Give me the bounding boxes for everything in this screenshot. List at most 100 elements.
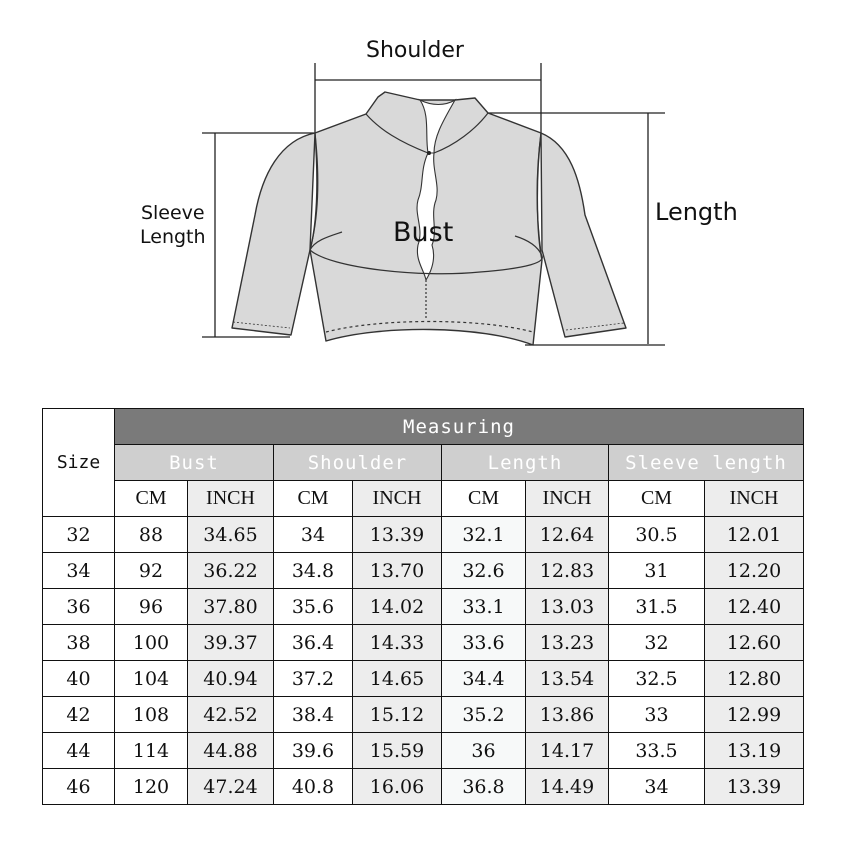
- cardigan-illustration-icon: [202, 63, 665, 346]
- sleeve-label-line2: Length: [140, 225, 206, 248]
- unit-header-cm: CM: [441, 480, 526, 517]
- shoulder-cm-cell: 39.6: [273, 732, 353, 769]
- sleeve-inch-cell: 12.20: [704, 552, 804, 589]
- sleeve-inch-cell: 12.60: [704, 624, 804, 661]
- sleeve-cm-cell: 31.5: [608, 588, 705, 625]
- garment-measurement-diagram: Shoulder Length Sleeve Length Bust: [0, 0, 850, 380]
- length-label: Length: [655, 198, 738, 226]
- shoulder-cm-cell: 36.4: [273, 624, 353, 661]
- length-inch-cell: 14.49: [525, 768, 609, 805]
- bust-inch-cell: 42.52: [187, 696, 274, 733]
- length-inch-cell: 13.03: [525, 588, 609, 625]
- shoulder-cm-cell: 34.8: [273, 552, 353, 589]
- shoulder-label: Shoulder: [366, 38, 464, 63]
- length-inch-cell: 12.83: [525, 552, 609, 589]
- size-chart-table: Size Measuring Bust Shoulder Length Slee…: [42, 408, 804, 805]
- sleeve-inch-cell: 12.80: [704, 660, 804, 697]
- shoulder-cm-cell: 35.6: [273, 588, 353, 625]
- size-cell: 34: [42, 552, 115, 589]
- size-cell: 44: [42, 732, 115, 769]
- bust-cm-cell: 96: [114, 588, 188, 625]
- sleeve-inch-cell: 12.40: [704, 588, 804, 625]
- bust-inch-cell: 36.22: [187, 552, 274, 589]
- size-cell: 38: [42, 624, 115, 661]
- sleeve-inch-cell: 12.99: [704, 696, 804, 733]
- length-cm-cell: 36: [441, 732, 526, 769]
- unit-header-inch: INCH: [525, 480, 609, 517]
- shoulder-cm-cell: 37.2: [273, 660, 353, 697]
- size-cell: 46: [42, 768, 115, 805]
- shoulder-inch-cell: 13.39: [352, 516, 442, 553]
- measuring-header: Measuring: [114, 408, 804, 445]
- sleeve-cm-cell: 32: [608, 624, 705, 661]
- group-header-length: Length: [441, 444, 609, 481]
- shoulder-inch-cell: 14.02: [352, 588, 442, 625]
- length-inch-cell: 13.54: [525, 660, 609, 697]
- sleeve-cm-cell: 30.5: [608, 516, 705, 553]
- shoulder-inch-cell: 15.59: [352, 732, 442, 769]
- length-inch-cell: 13.86: [525, 696, 609, 733]
- bust-cm-cell: 92: [114, 552, 188, 589]
- shoulder-cm-cell: 38.4: [273, 696, 353, 733]
- group-header-bust: Bust: [114, 444, 274, 481]
- shoulder-inch-cell: 13.70: [352, 552, 442, 589]
- sleeve-cm-cell: 31: [608, 552, 705, 589]
- sleeve-inch-cell: 13.39: [704, 768, 804, 805]
- sleeve-inch-cell: 13.19: [704, 732, 804, 769]
- unit-header-inch: INCH: [352, 480, 442, 517]
- length-cm-cell: 33.6: [441, 624, 526, 661]
- bust-inch-cell: 47.24: [187, 768, 274, 805]
- length-cm-cell: 34.4: [441, 660, 526, 697]
- bust-cm-cell: 88: [114, 516, 188, 553]
- length-cm-cell: 32.6: [441, 552, 526, 589]
- sleeve-cm-cell: 34: [608, 768, 705, 805]
- sleeve-length-label: Sleeve Length: [140, 202, 206, 250]
- shoulder-inch-cell: 15.12: [352, 696, 442, 733]
- group-header-shoulder: Shoulder: [273, 444, 442, 481]
- size-cell: 40: [42, 660, 115, 697]
- length-inch-cell: 14.17: [525, 732, 609, 769]
- unit-header-inch: INCH: [187, 480, 274, 517]
- shoulder-cm-cell: 40.8: [273, 768, 353, 805]
- bust-inch-cell: 34.65: [187, 516, 274, 553]
- shoulder-inch-cell: 14.33: [352, 624, 442, 661]
- shoulder-inch-cell: 14.65: [352, 660, 442, 697]
- bust-cm-cell: 104: [114, 660, 188, 697]
- length-cm-cell: 32.1: [441, 516, 526, 553]
- size-header: Size: [42, 408, 115, 517]
- length-cm-cell: 35.2: [441, 696, 526, 733]
- sleeve-label-line1: Sleeve: [140, 202, 205, 224]
- size-cell: 36: [42, 588, 115, 625]
- group-header-sleeve-length: Sleeve length: [608, 444, 804, 481]
- sleeve-inch-cell: 12.01: [704, 516, 804, 553]
- bust-cm-cell: 120: [114, 768, 188, 805]
- unit-header-cm: CM: [114, 480, 188, 517]
- size-cell: 42: [42, 696, 115, 733]
- shoulder-cm-cell: 34: [273, 516, 353, 553]
- bust-inch-cell: 39.37: [187, 624, 274, 661]
- unit-header-cm: CM: [608, 480, 705, 517]
- bust-cm-cell: 114: [114, 732, 188, 769]
- bust-inch-cell: 40.94: [187, 660, 274, 697]
- length-inch-cell: 13.23: [525, 624, 609, 661]
- bust-cm-cell: 100: [114, 624, 188, 661]
- shoulder-inch-cell: 16.06: [352, 768, 442, 805]
- unit-header-inch: INCH: [704, 480, 804, 517]
- size-cell: 32: [42, 516, 115, 553]
- bust-label: Bust: [393, 217, 454, 248]
- bust-inch-cell: 44.88: [187, 732, 274, 769]
- length-inch-cell: 12.64: [525, 516, 609, 553]
- sleeve-cm-cell: 32.5: [608, 660, 705, 697]
- length-cm-cell: 36.8: [441, 768, 526, 805]
- length-cm-cell: 33.1: [441, 588, 526, 625]
- sleeve-cm-cell: 33: [608, 696, 705, 733]
- bust-cm-cell: 108: [114, 696, 188, 733]
